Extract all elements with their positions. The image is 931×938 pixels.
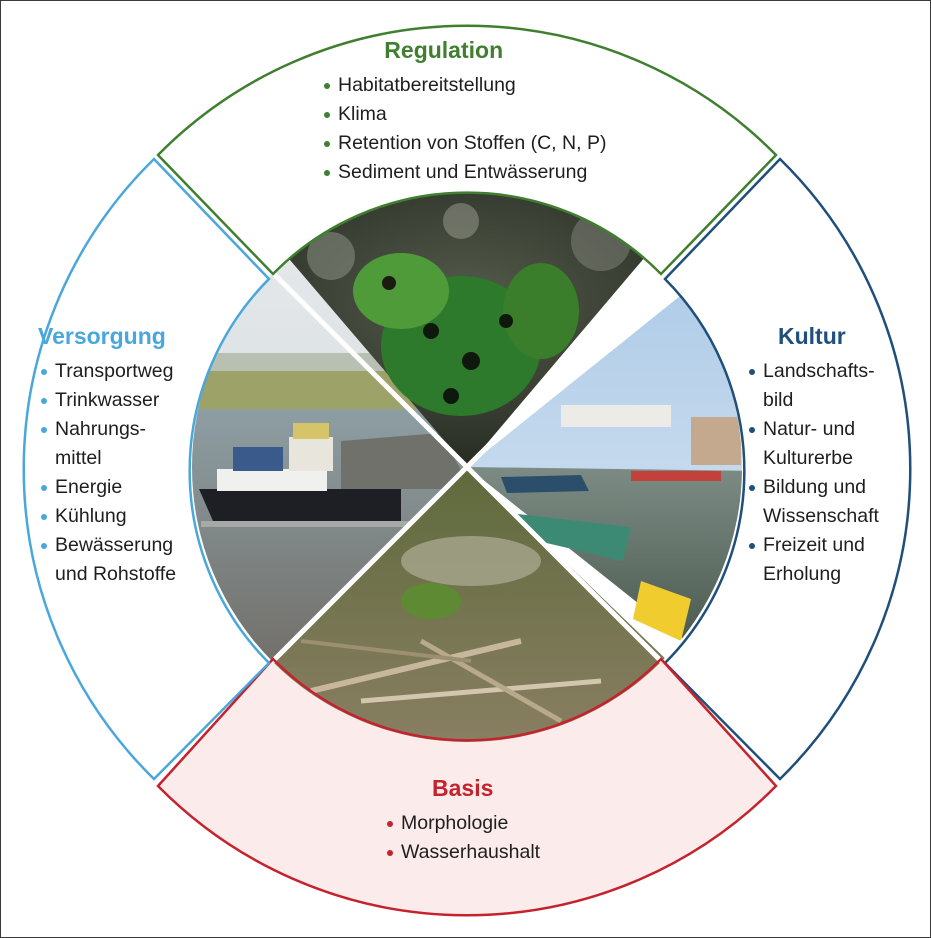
regulation-sector-outline — [156, 24, 778, 276]
list-item: Nahrungs- — [38, 415, 176, 444]
versorgung-sector: Versorgung Transportweg Trinkwasser Nahr… — [38, 321, 176, 589]
versorgung-list: Transportweg Trinkwasser Nahrungs- mitte… — [38, 357, 176, 589]
list-item: Klima — [321, 100, 606, 129]
regulation-sector: Regulation Habitatbereitstellung Klima R… — [321, 35, 606, 187]
regulation-title: Regulation — [384, 37, 504, 63]
list-item: Energie — [38, 473, 176, 502]
basis-list: Morphologie Wasserhaushalt — [384, 809, 540, 867]
list-item-continuation: Kulturerbe — [763, 447, 853, 469]
versorgung-title: Versorgung — [38, 323, 166, 349]
basis-sector-outline — [156, 657, 778, 917]
list-item: Sediment und Entwässerung — [321, 158, 606, 187]
list-item: Landschafts- — [746, 357, 879, 386]
bullet-icon — [41, 514, 47, 520]
list-item: Freizeit und — [746, 531, 879, 560]
bullet-icon — [324, 112, 330, 118]
list-item-continuation: mittel — [55, 447, 102, 469]
kultur-sector: Kultur Landschafts- bild Natur- und Kult… — [746, 321, 879, 589]
bullet-icon — [41, 543, 47, 549]
list-item: Retention von Stoffen (C, N, P) — [321, 129, 606, 158]
list-item-continuation: Erholung — [763, 563, 842, 585]
bullet-icon — [387, 850, 393, 856]
kultur-title: Kultur — [778, 323, 846, 349]
kultur-list: Landschafts- bild Natur- und Kulturerbe … — [746, 357, 879, 589]
bullet-icon — [324, 170, 330, 176]
bullet-icon — [41, 485, 47, 491]
versorgung-sector-outline — [22, 157, 271, 781]
basis-sector-fill — [158, 659, 776, 916]
bullet-icon — [749, 369, 755, 375]
kultur-sector-outline — [663, 157, 912, 781]
bullet-icon — [41, 369, 47, 375]
list-item: Bildung und — [746, 473, 879, 502]
list-item: Transportweg — [38, 357, 176, 386]
list-item: Natur- und — [746, 415, 879, 444]
list-item: Wasserhaushalt — [384, 838, 540, 867]
basis-sector: Basis Morphologie Wasserhaushalt — [384, 773, 540, 867]
list-item-continuation: Wissenschaft — [763, 505, 879, 527]
regulation-list: Habitatbereitstellung Klima Retention vo… — [321, 71, 606, 187]
list-item: Kühlung — [38, 502, 176, 531]
bullet-icon — [41, 398, 47, 404]
bullet-icon — [324, 141, 330, 147]
bullet-icon — [324, 83, 330, 89]
bullet-icon — [749, 427, 755, 433]
list-item: Morphologie — [384, 809, 540, 838]
list-item-continuation: bild — [763, 389, 794, 411]
list-item-continuation: und Rohstoffe — [55, 563, 177, 585]
bullet-icon — [41, 427, 47, 433]
list-item: Habitatbereitstellung — [321, 71, 606, 100]
list-item: Bewässerung — [38, 531, 176, 560]
bullet-icon — [749, 543, 755, 549]
floodplain-deadwood-photo — [192, 467, 742, 742]
basis-title: Basis — [432, 775, 494, 801]
bullet-icon — [749, 485, 755, 491]
list-item: Trinkwasser — [38, 386, 176, 415]
bullet-icon — [387, 821, 393, 827]
